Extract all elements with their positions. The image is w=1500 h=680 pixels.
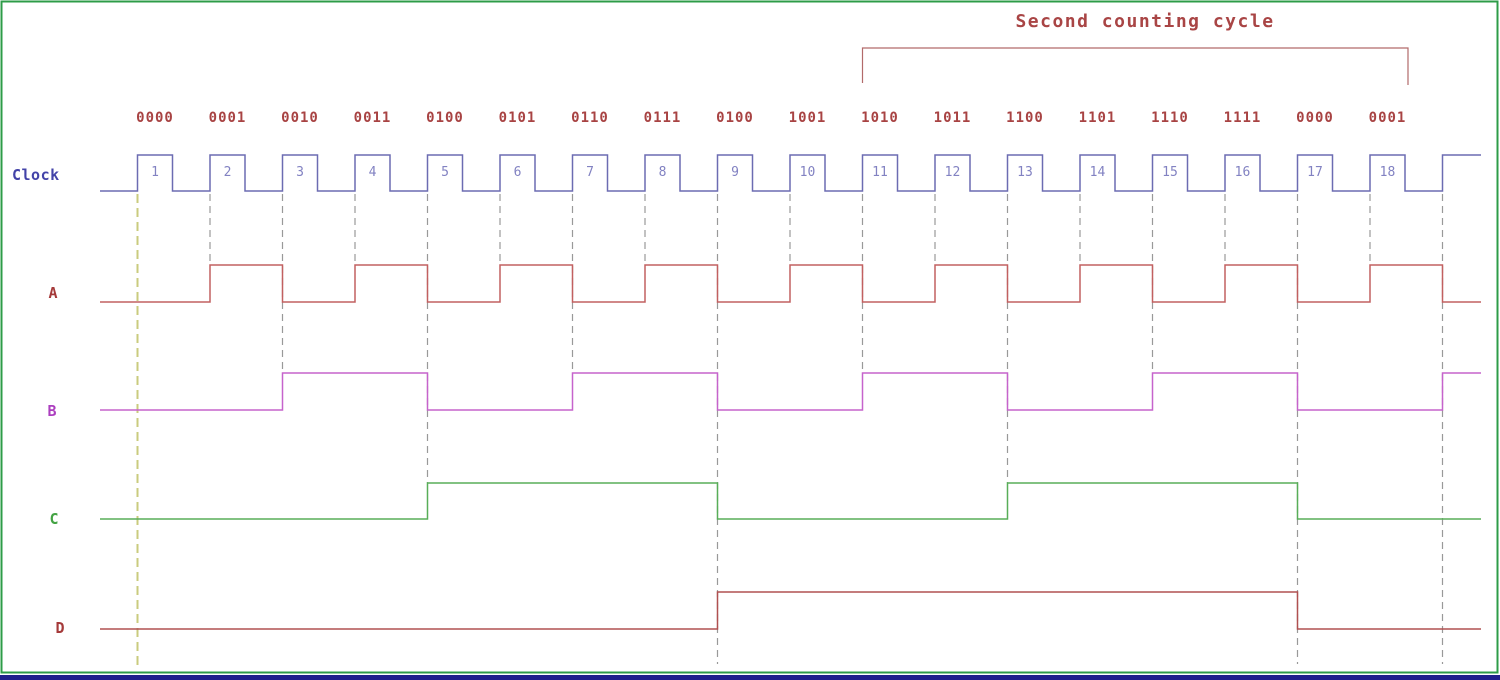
clock-pulse-number: 12 <box>945 165 961 180</box>
signal-label-b: B <box>47 402 56 420</box>
binary-code-label: 1110 <box>1151 110 1189 126</box>
clock-pulse-number: 1 <box>151 165 159 180</box>
signal-label-a: A <box>48 284 57 302</box>
waveform-d <box>100 591 1481 630</box>
binary-code-label: 0011 <box>354 110 392 126</box>
second-cycle-bracket <box>861 47 1409 85</box>
clock-pulse-number: 9 <box>731 165 739 180</box>
clock-pulse-number: 3 <box>296 165 304 180</box>
clock-pulse-number: 16 <box>1235 165 1251 180</box>
clock-pulse-number: 2 <box>224 165 232 180</box>
binary-code-label: 1100 <box>1006 110 1044 126</box>
binary-code-label: 1001 <box>789 110 827 126</box>
binary-code-label: 0100 <box>716 110 754 126</box>
clock-pulse-number: 4 <box>369 165 377 180</box>
binary-code-label: 0101 <box>499 110 537 126</box>
binary-code-label: 0000 <box>1296 110 1334 126</box>
binary-code-labels-group: 0000 0001 0010 0011 0100 0101 0110 0111 0100 1001… <box>136 110 1407 126</box>
clock-pulse-number: 14 <box>1090 165 1106 180</box>
waveforms-group <box>100 154 1481 630</box>
clock-waveform <box>100 154 1481 192</box>
waveform-c <box>100 482 1481 520</box>
binary-code-label: 0000 <box>136 110 174 126</box>
clock-pulse-number: 10 <box>800 165 816 180</box>
chart-title: Second counting cycle <box>1015 11 1274 32</box>
binary-code-label: 1010 <box>861 110 899 126</box>
binary-code-label: 1101 <box>1079 110 1117 126</box>
bottom-window-edge <box>0 675 1500 680</box>
binary-code-label: 1111 <box>1224 110 1262 126</box>
binary-code-label: 1011 <box>934 110 972 126</box>
clock-pulse-number: 11 <box>872 165 888 180</box>
clock-pulse-number: 5 <box>441 165 449 180</box>
waveform-a <box>100 264 1481 303</box>
waveform-b <box>100 372 1481 411</box>
clock-pulse-number: 6 <box>514 165 522 180</box>
binary-code-label: 0010 <box>281 110 319 126</box>
binary-code-label: 0110 <box>571 110 609 126</box>
clock-pulse-number: 7 <box>586 165 594 180</box>
clock-row-label: Clock <box>12 166 60 184</box>
binary-code-label: 0001 <box>209 110 247 126</box>
clock-pulse-number: 15 <box>1162 165 1178 180</box>
binary-code-label: 0001 <box>1369 110 1407 126</box>
signal-label-c: C <box>49 510 58 528</box>
clock-pulse-number: 13 <box>1017 165 1033 180</box>
clock-pulse-number: 18 <box>1380 165 1396 180</box>
binary-code-label: 0111 <box>644 110 682 126</box>
signal-label-d: D <box>55 619 64 637</box>
clock-pulse-number: 8 <box>659 165 667 180</box>
clock-pulse-number: 17 <box>1307 165 1323 180</box>
binary-code-label: 0100 <box>426 110 464 126</box>
